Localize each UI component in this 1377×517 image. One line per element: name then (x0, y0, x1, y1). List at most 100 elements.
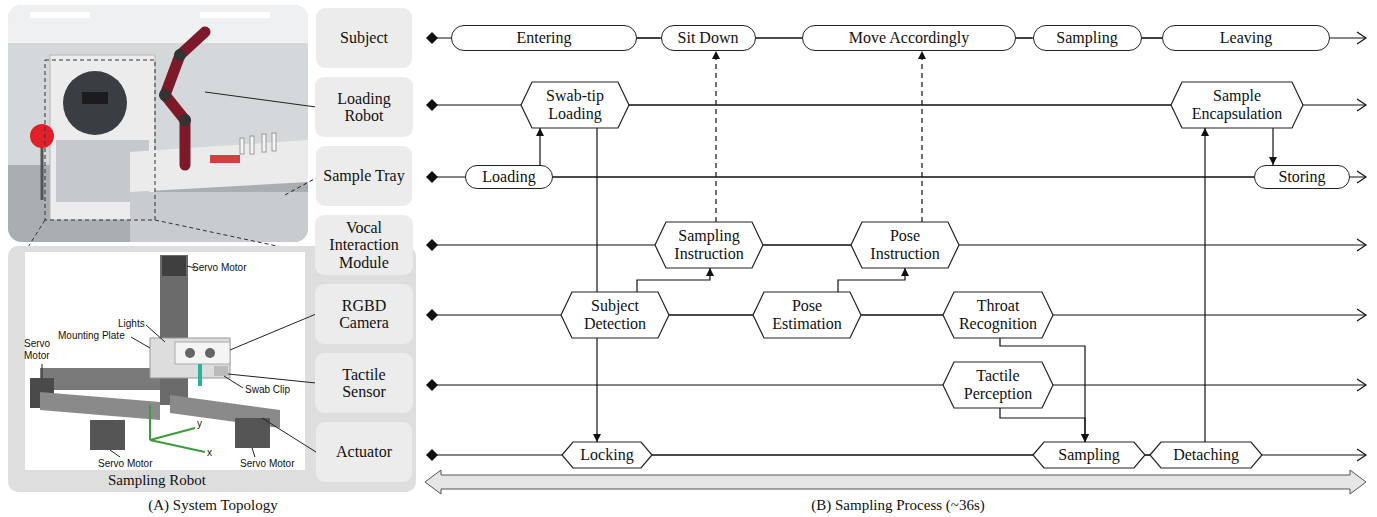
node-text: Pose Instruction (865, 227, 945, 263)
timeline-axis (432, 176, 1365, 177)
timeline-start-diamond (426, 99, 438, 111)
hexagon-outline (561, 292, 669, 338)
lab-photo (240, 138, 244, 154)
timeline-segment (637, 37, 661, 38)
timeline-segment (861, 314, 943, 315)
timeline-segment (763, 244, 851, 245)
node-text: Sit Down (678, 29, 739, 47)
leader-line (285, 178, 316, 195)
timeline-start-diamond (426, 32, 438, 461)
timeline-axis (1357, 449, 1366, 461)
gantry-illustration (235, 418, 270, 448)
timeline-start-diamond (426, 239, 438, 251)
timeline-axis (1357, 379, 1366, 391)
zoom-frame (45, 60, 155, 220)
node-text: Vocal Interaction Module (319, 219, 409, 271)
row-label: Actuator (316, 422, 412, 482)
gantry-illustration (252, 448, 255, 457)
flow-arrow (1272, 128, 1273, 165)
lab-photo (200, 12, 270, 18)
event-pill: Loading (465, 165, 553, 189)
node-text-group: Leaving (1220, 29, 1272, 47)
leader-line (205, 92, 316, 107)
node-text-group: Pose Instruction (865, 227, 945, 263)
hexagon-outline (943, 362, 1053, 408)
gantry-illustration (90, 420, 125, 450)
timeline-segment (553, 176, 1254, 177)
timeline-segment (652, 454, 1033, 455)
timeline-start-diamond (426, 379, 438, 391)
node-text: Leaving (1220, 29, 1272, 47)
hexagon-outline (655, 222, 763, 268)
timeline-segment (669, 314, 753, 315)
hexagon-outline (753, 292, 861, 338)
timeline-axis (1357, 309, 1366, 321)
node-text: Subject Detection (575, 297, 655, 333)
timeline-axis (1357, 99, 1366, 111)
step-hexagon: Sampling Instruction (655, 222, 763, 268)
gantry-illustration (160, 255, 188, 405)
step-hexagon: Tactile Perception (943, 362, 1053, 408)
node-text-group: Sampling (1058, 446, 1119, 464)
part-label: Lights (118, 318, 158, 330)
hexagon-outline (521, 82, 629, 128)
node-text-group: Entering (516, 29, 571, 47)
node-text-group: Locking (580, 446, 633, 464)
gantry-illustration (40, 392, 160, 420)
hexagon-outline (943, 292, 1053, 338)
node-text-group: Sample Tray (323, 167, 404, 184)
gantry-illustration (149, 405, 151, 440)
flow-arrow (1000, 408, 1085, 442)
node-text-group: Actuator (336, 443, 392, 460)
node-text-group: Swab-tip Loading (535, 87, 615, 123)
hexagon-outline (1150, 442, 1262, 468)
lab-photo (8, 5, 308, 43)
gantry-illustration (185, 348, 195, 358)
robot-panel (25, 252, 305, 470)
step-hexagon: Subject Detection (561, 292, 669, 338)
leader-line (228, 374, 316, 383)
node-text-group: Throat Recognition (957, 297, 1039, 333)
gantry-illustration (110, 450, 120, 457)
node-text: Sample Tray (323, 167, 404, 184)
lab-photo (30, 124, 54, 148)
gantry-illustration (224, 376, 243, 388)
lab-photo (130, 140, 308, 192)
step-hexagon: Detaching (1150, 442, 1262, 468)
node-text-group: Tactile Perception (957, 367, 1039, 403)
node-text-group: Pose Estimation (767, 297, 847, 333)
lab-photo (63, 71, 127, 135)
row-label: Loading Robot (315, 77, 413, 137)
part-label: Servo Motor (98, 458, 168, 470)
part-label: Mounting Plate (58, 330, 138, 342)
gantry-illustration (146, 325, 165, 342)
node-text: Detaching (1173, 446, 1239, 464)
gantry-illustration (40, 368, 160, 390)
event-pill: Entering (451, 25, 637, 51)
flow-arrow (596, 128, 597, 292)
node-text-group: Sampling Instruction (669, 227, 749, 263)
node-text: Tactile Perception (957, 367, 1039, 403)
part-label: y (197, 418, 207, 430)
part-label: Servo Motor (240, 458, 304, 470)
node-text-group: Detaching (1173, 446, 1239, 464)
gantry-illustration (175, 342, 230, 364)
node-text: Loading (482, 168, 535, 186)
node-text-group: Tactile Sensor (319, 366, 409, 401)
leader-line (228, 314, 316, 452)
gantry-illustration (162, 256, 186, 276)
node-text: Loading Robot (319, 90, 409, 125)
node-text: Storing (1278, 168, 1325, 186)
gantry-illustration (150, 440, 205, 452)
node-text: Sampling (1056, 29, 1117, 47)
lab-photo (82, 92, 108, 104)
row-label: Vocal Interaction Module (315, 215, 413, 275)
flow-arrow (637, 268, 710, 292)
gantry-illustration (198, 364, 202, 386)
gantry-illustration (42, 364, 43, 378)
timeline-axis (1357, 32, 1366, 44)
node-text: Sampling Instruction (669, 227, 749, 263)
row-label: Sample Tray (316, 146, 412, 206)
node-text: Entering (516, 29, 571, 47)
node-text: Locking (580, 446, 633, 464)
